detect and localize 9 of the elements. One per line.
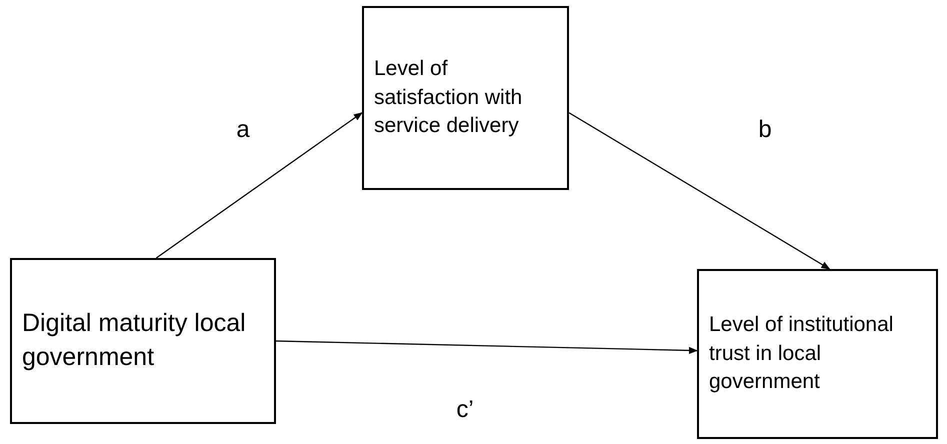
variable-box [697, 269, 938, 439]
box-label: Level of satisfaction with service delivery [374, 56, 524, 140]
variable-box [10, 258, 276, 424]
arrow [276, 340, 698, 354]
arrow [156, 112, 363, 258]
box-label: Level of institutional trust in local government [709, 312, 894, 396]
variable-box [362, 6, 569, 190]
box-label: Digital maturity local government [22, 308, 247, 373]
arrow [568, 112, 830, 270]
